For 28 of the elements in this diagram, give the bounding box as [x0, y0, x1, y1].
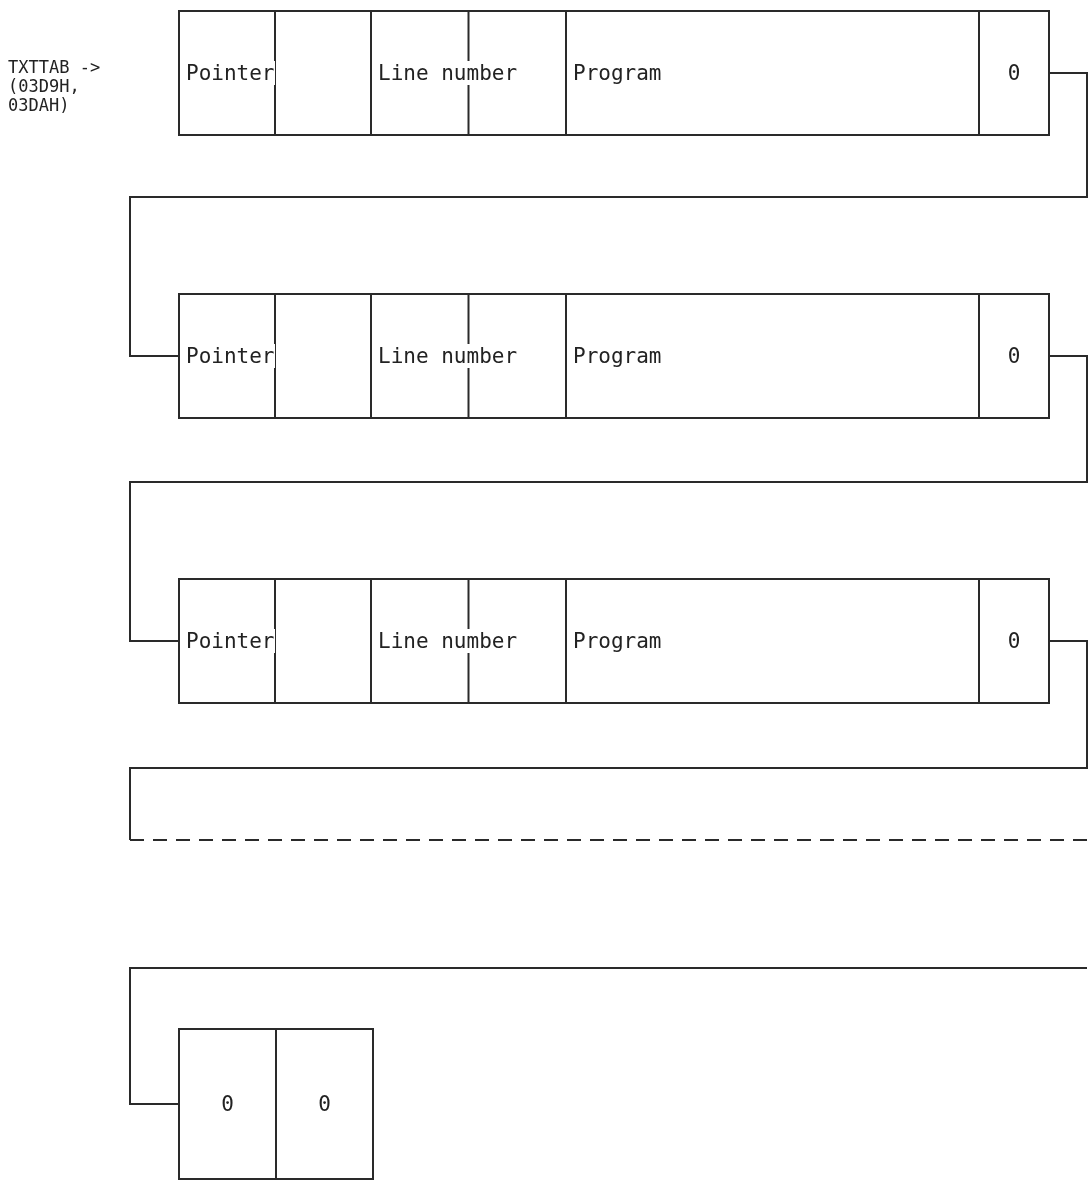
memory-cell: [178, 1028, 277, 1180]
connector-line: [129, 72, 1088, 357]
memory-cell: [178, 578, 372, 704]
memory-cell: [978, 10, 1050, 136]
memory-cell: [370, 293, 567, 419]
cell-text: Pointer: [186, 61, 275, 85]
connector-line: [129, 640, 1088, 841]
memory-cell: [565, 10, 980, 136]
cell-text: Program: [573, 629, 662, 653]
connector-line: [129, 355, 1088, 642]
cell-text: Line number: [378, 61, 518, 85]
memory-cell: [275, 1028, 374, 1180]
memory-cell: [565, 293, 980, 419]
cell-text: Program: [573, 344, 662, 368]
memory-cell: [370, 578, 567, 704]
cell-text: Line number: [378, 629, 518, 653]
cell-text: Pointer: [186, 344, 275, 368]
memory-cell: [178, 10, 372, 136]
memory-cell: [178, 293, 372, 419]
cell-text: Pointer: [186, 629, 275, 653]
address-note: TXTTAB -> (03D9H, 03DAH): [8, 58, 102, 115]
connector-line: [129, 967, 1088, 1105]
memory-cell: [978, 293, 1050, 419]
cell-text: Program: [573, 61, 662, 85]
memory-cell: [978, 578, 1050, 704]
memory-cell: [565, 578, 980, 704]
memory-cell: [370, 10, 567, 136]
cell-text: Line number: [378, 344, 518, 368]
